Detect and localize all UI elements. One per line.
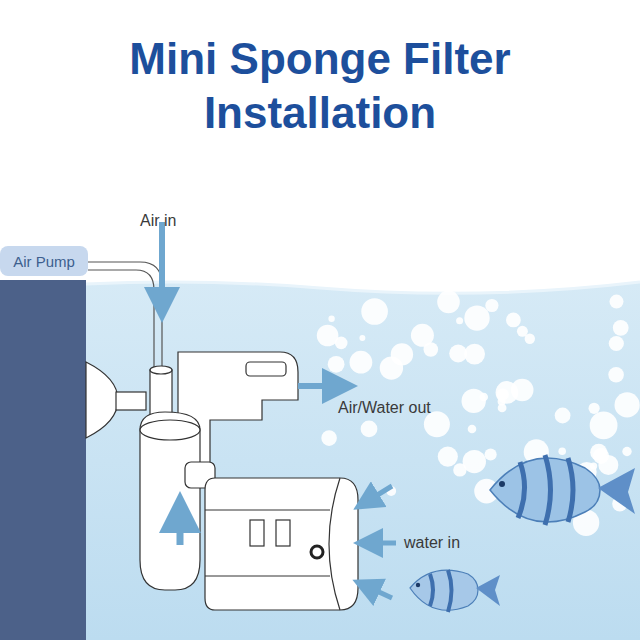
node-text: Air Pump <box>0 253 88 270</box>
bubble <box>321 430 337 446</box>
bubble <box>328 356 345 373</box>
bubble <box>593 448 609 464</box>
bubble <box>555 408 571 424</box>
bubble <box>449 345 467 363</box>
bubble <box>361 298 388 325</box>
bubble <box>590 462 597 469</box>
bubble <box>506 313 521 328</box>
bubble <box>424 342 439 357</box>
bubble <box>335 337 348 350</box>
bubble <box>380 356 403 379</box>
bubble <box>613 320 629 336</box>
bubble <box>464 305 489 330</box>
bubble <box>608 367 624 383</box>
title: Mini Sponge Filter Installation <box>60 32 580 140</box>
bubble <box>485 299 498 312</box>
bubble <box>456 317 463 324</box>
bubble <box>437 291 460 314</box>
bubble <box>590 412 618 440</box>
callout-label: Air in <box>140 212 176 230</box>
bubble <box>359 335 365 341</box>
bubble <box>479 393 488 402</box>
air-pump-box: Air Pump <box>0 246 88 276</box>
bubble <box>609 336 624 351</box>
bubble <box>511 379 534 402</box>
bubble <box>558 447 566 455</box>
bubble <box>468 425 477 434</box>
bubble <box>464 344 485 365</box>
callout-label: water in <box>404 534 460 552</box>
bubble <box>498 404 507 413</box>
bubble <box>589 403 600 414</box>
bubble <box>350 351 373 374</box>
bubble <box>463 450 486 473</box>
bubble <box>610 295 624 309</box>
bubble <box>361 421 378 438</box>
callout-label: Air/Water out <box>338 399 431 417</box>
bubble <box>525 334 535 344</box>
bubble <box>485 448 497 460</box>
bubble <box>438 447 458 467</box>
bubble <box>622 447 631 456</box>
bubble <box>615 392 640 417</box>
bubble <box>328 316 334 322</box>
